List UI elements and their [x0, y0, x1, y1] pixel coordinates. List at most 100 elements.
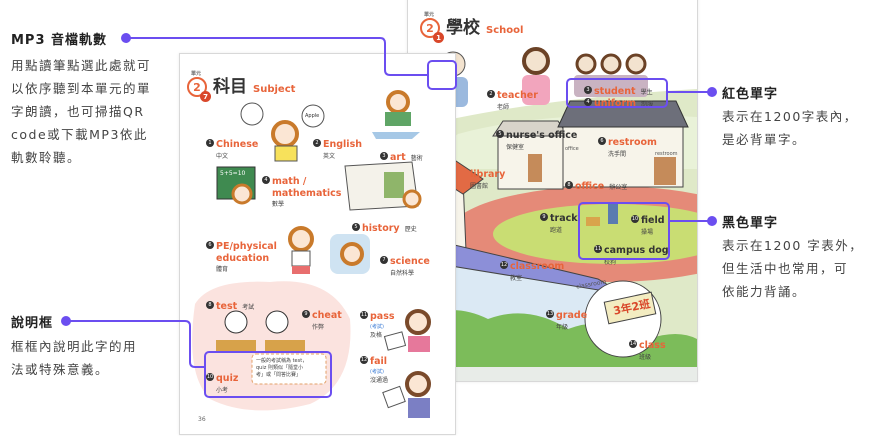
vocab-english: track	[550, 213, 578, 224]
sub-number: 1	[433, 32, 444, 43]
vocab-english: Chinese	[216, 139, 259, 150]
teacher-body	[522, 75, 550, 105]
restroom-door	[654, 157, 676, 185]
vocab-english: nurse's office	[506, 130, 578, 141]
annotation-line: 以依序聽到本單元的單	[11, 81, 152, 96]
vocab-english: test	[216, 301, 238, 312]
vocab-number-badge: 6	[206, 240, 214, 249]
vocab-number-badge: 10	[631, 214, 639, 223]
unit-number: 2	[193, 80, 201, 94]
vocab-english: cheat	[312, 310, 342, 321]
student-head-2	[600, 53, 622, 75]
vocab-english: history	[362, 223, 400, 234]
pe-girl-head	[288, 226, 314, 252]
pe-girl-shorts	[292, 266, 310, 274]
annotation-line: 字朗讀，也可掃描QR	[11, 104, 145, 119]
page-title: 學校	[446, 18, 480, 38]
vocab-number-badge: 12	[360, 355, 368, 364]
subject-title-row: 單元 2 7 科目 Subject	[187, 71, 295, 102]
vocab-chinese: 數學	[272, 201, 285, 208]
vocab-chinese: 藝術	[410, 155, 423, 162]
annotation-red-words: 紅色單字 表示在1200字表內， 是必背單字。	[722, 83, 858, 151]
vocab-english: field	[641, 215, 665, 226]
annotation-line: code或下載MP3依此	[11, 127, 148, 142]
page-title: 科目	[213, 77, 247, 97]
vocab-english: math /	[272, 176, 307, 187]
annotation-line: 依能力背誦。	[722, 284, 807, 299]
vocab-english: fail	[370, 356, 388, 367]
vocab-chinese: 考試	[242, 304, 255, 311]
vocab-english: teacher	[497, 90, 538, 101]
vocab-number-badge: 9	[540, 212, 548, 221]
vocab-number-badge: 9	[302, 309, 310, 318]
vocab-chinese: 自然科學	[390, 270, 415, 277]
annotation-title: 紅色單字	[722, 87, 779, 102]
student-head-3	[625, 53, 647, 75]
pass-girl-head	[405, 309, 431, 335]
teacher-head	[522, 47, 550, 75]
vocab-chinese: 學生	[640, 89, 653, 96]
quiz-note-line: 考」或「問答比賽」	[256, 372, 302, 378]
explain-highlight-box[interactable]	[204, 351, 332, 398]
chinese-bubble	[240, 102, 264, 126]
vocab-english: classroom	[510, 261, 565, 272]
class-sign	[603, 291, 657, 325]
vocab-chinese: 沒通過	[370, 377, 389, 384]
pass-paper	[383, 331, 407, 351]
nurse-roof	[492, 120, 569, 137]
vocab-english: PE/physical	[216, 241, 277, 252]
explain-pointer-dot	[61, 316, 71, 326]
annotation-line: 軌數聆聽。	[11, 150, 82, 165]
mp3-track-box[interactable]	[427, 60, 457, 90]
vocab-number-badge: 11	[360, 310, 368, 319]
vocab-english: restroom	[608, 137, 657, 148]
unit-badge: 單元 2 7	[187, 71, 211, 102]
fail-girl-head	[405, 371, 431, 397]
vocab-chinese: 老師	[497, 104, 510, 111]
red-words-pointer-dot	[707, 87, 717, 97]
vocab-english: English	[323, 139, 362, 150]
black-words-highlight-box[interactable]	[578, 202, 670, 260]
vocab-number-badge: 3	[584, 85, 592, 94]
vocab-chinese: 及格	[370, 332, 383, 339]
annotation-line: 法或特殊意義。	[11, 362, 110, 377]
red-words-highlight-box[interactable]	[566, 78, 668, 108]
math-board-text: 5+5=10	[220, 170, 246, 177]
vocab-number-badge: 2	[313, 138, 321, 147]
vocab-library: library 圖書館	[470, 162, 505, 190]
art-girl-body	[385, 112, 411, 126]
science-girl-head	[340, 242, 364, 266]
vocab-chinese: 小考	[216, 387, 229, 394]
vocab-number-badge: 5	[352, 222, 360, 231]
vocab-english: pass	[370, 311, 395, 322]
subject-illustration	[192, 90, 431, 418]
quiz-note-box	[251, 353, 327, 385]
vocab-english: office	[575, 181, 605, 192]
unit-label: 單元	[424, 12, 435, 18]
page-number: 36	[198, 416, 206, 423]
sub-number: 7	[200, 91, 211, 102]
school-illustration	[408, 47, 697, 381]
quiz-note-line: 一般的考試稱為 test，	[256, 358, 308, 364]
math-girl-head	[231, 183, 253, 205]
vocab-english: library	[470, 169, 506, 180]
vocab-chinese: 保健室	[506, 144, 525, 151]
vocab-number-badge: 8	[206, 300, 214, 309]
annotation-line: 用點讀筆點選此處就可	[11, 58, 152, 73]
vocab-chinese: 圖書館	[470, 183, 489, 190]
